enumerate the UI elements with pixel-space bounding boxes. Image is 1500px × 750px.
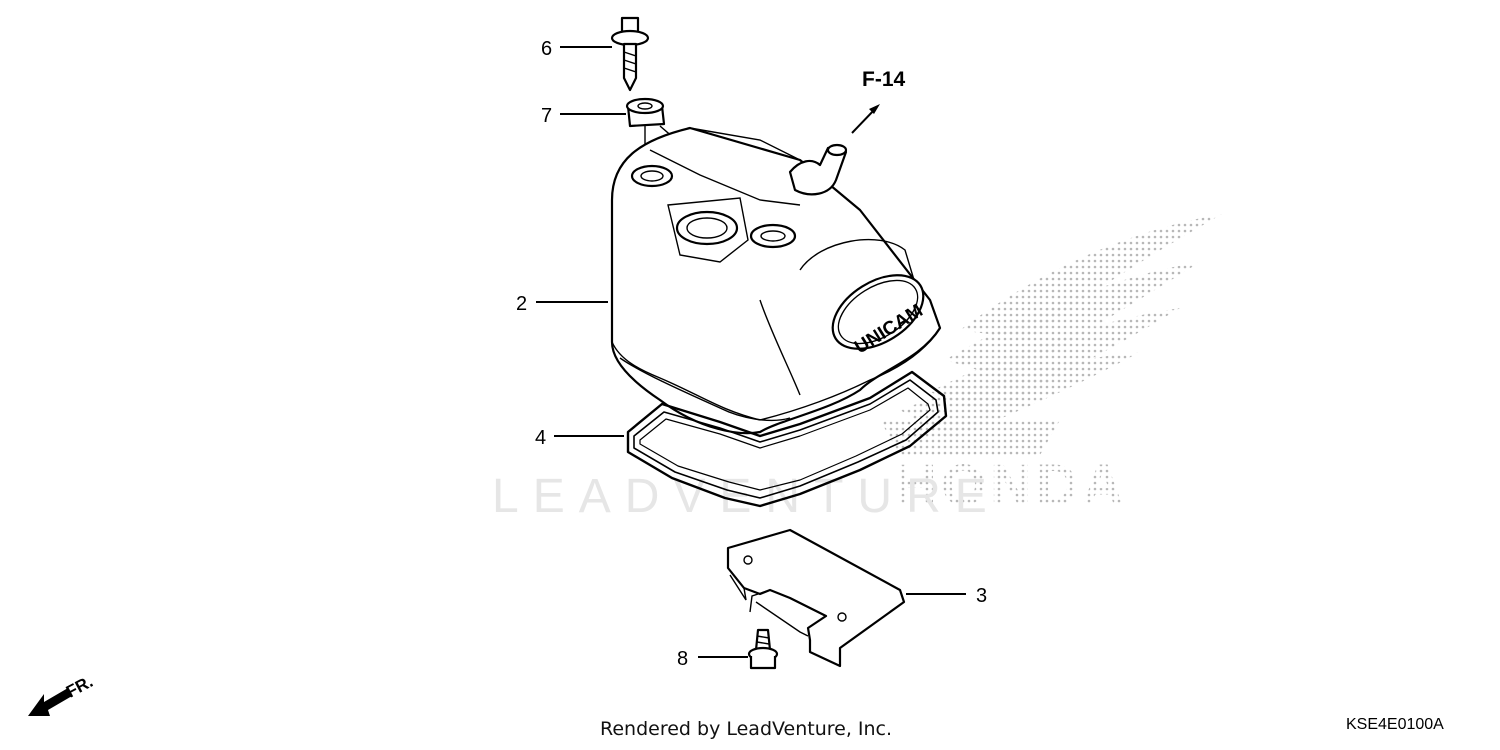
callout-6[interactable]: 6 [541, 38, 552, 60]
reference-label[interactable]: F-14 [862, 68, 906, 91]
leadventure-watermark: LEADVENTURE [492, 470, 1001, 523]
callout-7[interactable]: 7 [541, 105, 552, 127]
part-2-head-cover[interactable]: UNICAM [610, 126, 942, 435]
front-arrow-icon [28, 688, 72, 716]
callout-2[interactable]: 2 [516, 293, 527, 315]
part-8-bolt[interactable] [747, 628, 779, 670]
part-7-washer[interactable] [625, 97, 666, 128]
callout-8[interactable]: 8 [677, 648, 688, 670]
honda-wing-watermark: HONDA [880, 214, 1222, 518]
part-4-gasket[interactable] [626, 370, 948, 508]
render-credit: Rendered by LeadVenture, Inc. [600, 718, 893, 740]
honda-wordmark: HONDA [895, 453, 1128, 518]
callout-4[interactable]: 4 [535, 427, 546, 449]
part-3-bracket[interactable] [726, 528, 906, 668]
callout-3[interactable]: 3 [976, 585, 987, 607]
reference-arrow-icon [851, 104, 880, 134]
diagram-code: KSE4E0100A [1346, 716, 1444, 733]
part-6-bolt[interactable] [610, 16, 650, 92]
